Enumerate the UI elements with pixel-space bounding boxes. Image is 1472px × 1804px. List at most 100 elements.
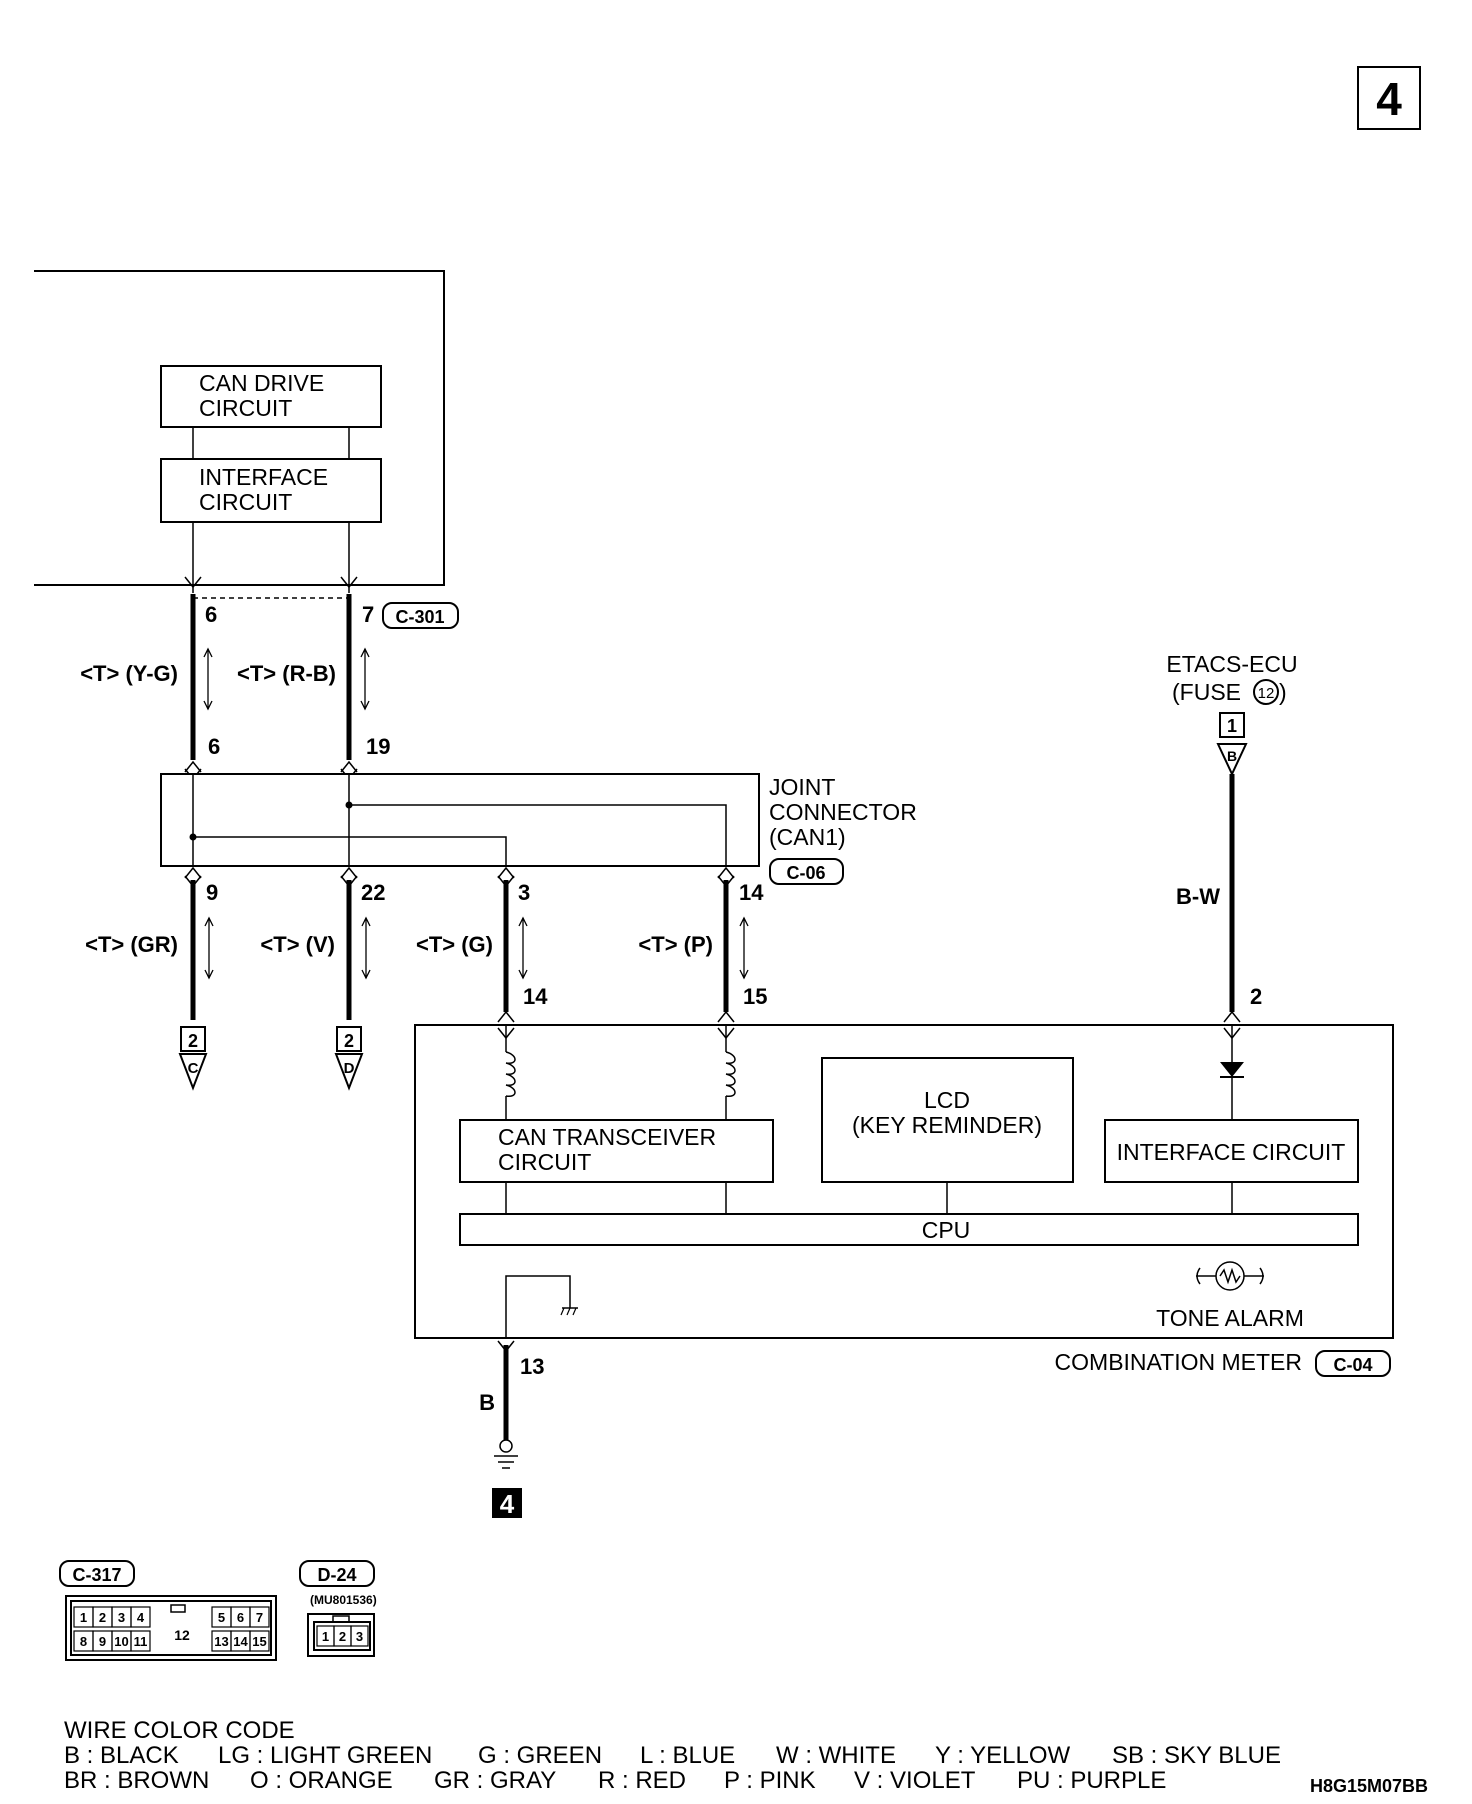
wire-color-entry: BR : BROWN: [64, 1767, 209, 1794]
c317-pin-12: 12: [174, 1627, 190, 1643]
meter-interface-block: INTERFACE CIRCUIT: [1104, 1119, 1359, 1183]
tone-alarm-label: TONE ALARM: [1156, 1305, 1304, 1331]
pin-joint-out-4: 14: [739, 880, 764, 905]
wire-color-entry: LG : LIGHT GREEN: [218, 1742, 432, 1769]
wire-color-entry: W : WHITE: [776, 1742, 896, 1769]
c317-pin-top: 5: [218, 1610, 225, 1625]
figure-code: H8G15M07BB: [1310, 1776, 1428, 1796]
wire-label-p: <T> (P): [638, 932, 713, 957]
c301-label: C-301: [395, 607, 444, 627]
pin-joint-in-left: 6: [208, 734, 220, 759]
wire-label-bw: B-W: [1176, 884, 1220, 909]
c317-pin-top: 3: [118, 1610, 125, 1625]
d24-pin: 3: [356, 1629, 363, 1644]
c317-label: C-317: [72, 1565, 121, 1585]
c317-pin-top: 6: [237, 1610, 244, 1625]
wire-color-entry: L : BLUE: [640, 1742, 735, 1769]
wire-color-entry: PU : PURPLE: [1017, 1767, 1166, 1794]
wire-color-entry: P : PINK: [724, 1767, 816, 1794]
pin-joint-out-3: 3: [518, 880, 530, 905]
c317-pin-bottom: 14: [233, 1634, 248, 1649]
c317-pin-top: 4: [137, 1610, 145, 1625]
connector-c317-tag: C-317: [59, 1560, 135, 1587]
ground-ref-number: 4: [500, 1489, 515, 1519]
meter-interface-label: INTERFACE CIRCUIT: [1117, 1139, 1346, 1165]
etacs-ref-num: 1: [1227, 716, 1237, 736]
wire-color-code-row-1: B : BLACK LG : LIGHT GREEN G : GREEN L : BL…: [64, 1742, 1281, 1769]
pin-joint-in-right: 19: [366, 734, 390, 759]
ref-terminal-c: 2 C: [178, 1026, 208, 1091]
d24-label: D-24: [317, 1565, 356, 1585]
wire-color-entry: G : GREEN: [478, 1742, 602, 1769]
d24-pin: 2: [339, 1629, 346, 1644]
pin-top-right: 7: [362, 602, 374, 627]
ref-d-num: 2: [344, 1031, 354, 1051]
c317-pin-bottom: 11: [134, 1634, 148, 1649]
c317-pin-top: 2: [99, 1610, 106, 1625]
d24-pin: 1: [322, 1629, 329, 1644]
c317-pin-top: 7: [256, 1610, 263, 1625]
wire-color-entry: V : VIOLET: [854, 1767, 976, 1794]
c317-pin-bottom: 15: [252, 1634, 266, 1649]
lcd-block: LCD(KEY REMINDER): [821, 1057, 1074, 1183]
wire-label-rb: <T> (R-B): [237, 661, 336, 686]
wire-color-entry: SB : SKY BLUE: [1112, 1742, 1281, 1769]
pin-joint-out-1: 9: [206, 880, 218, 905]
pin-meter-in-2: 15: [743, 984, 767, 1009]
coil-right: [725, 1025, 736, 1120]
pin-joint-out-2: 22: [361, 880, 385, 905]
wire-color-entry: R : RED: [598, 1767, 686, 1794]
wire-label-yg: <T> (Y-G): [80, 661, 178, 686]
c317-pin-bottom: 9: [99, 1634, 106, 1649]
wire-label-g: <T> (G): [416, 932, 493, 957]
wire-color-entry: O : ORANGE: [250, 1767, 393, 1794]
page-number: 4: [1376, 73, 1402, 125]
wire-color-code-row-2: BR : BROWN O : ORANGE GR : GRAY R : RED P : …: [64, 1767, 1166, 1794]
c04-label: C-04: [1333, 1355, 1372, 1375]
c317-pin-bottom: 10: [114, 1634, 128, 1649]
joint-connector-box: [160, 773, 760, 867]
ref-c-num: 2: [188, 1031, 198, 1051]
wire-color-code-title: WIRE COLOR CODE: [64, 1717, 295, 1744]
connector-d24-tag: D-24: [299, 1560, 375, 1587]
c317-pin-bottom: 8: [80, 1634, 87, 1649]
tone-alarm-icon: [1196, 1261, 1264, 1291]
etacs-ecu-label: ETACS-ECU: [1166, 651, 1297, 677]
etacs-ref-letter: B: [1227, 748, 1237, 764]
wire-color-entry: GR : GRAY: [434, 1767, 556, 1794]
ref-d-letter: D: [344, 1060, 355, 1077]
fuse-label: (FUSE 12 ): [1172, 679, 1287, 705]
wire-label-gr: <T> (GR): [85, 932, 178, 957]
pin-meter-in-1: 14: [523, 984, 548, 1009]
internal-ground-icon: [505, 1275, 578, 1338]
pin-meter-gnd: 13: [520, 1354, 544, 1379]
cpu-label: CPU: [922, 1217, 971, 1243]
c06-label: C-06: [786, 863, 825, 883]
etacs-ref-terminal: 1 B: [1216, 712, 1248, 777]
fuse-number: 12: [1258, 685, 1275, 702]
wire-color-entry: B : BLACK: [64, 1742, 179, 1769]
ground-icon: [494, 1439, 518, 1469]
fuse-prefix: (FUSE: [1172, 679, 1241, 705]
connector-c04-tag: C-04: [1315, 1350, 1391, 1377]
wire-label-b: B: [479, 1390, 495, 1415]
connector-c301-tag: C-301: [382, 602, 459, 629]
lcd-label: LCD(KEY REMINDER): [852, 1087, 1042, 1138]
ecu-frame: [34, 270, 445, 586]
connector-c06-tag: C-06: [769, 858, 844, 885]
cpu-block: CPU: [459, 1213, 1359, 1246]
pin-meter-ign: 2: [1250, 984, 1262, 1009]
ground-ref-badge: 4: [492, 1488, 522, 1519]
ref-terminal-d: 2 D: [334, 1026, 364, 1091]
c317-pin-bottom: 13: [214, 1634, 228, 1649]
coil-left: [505, 1025, 516, 1120]
